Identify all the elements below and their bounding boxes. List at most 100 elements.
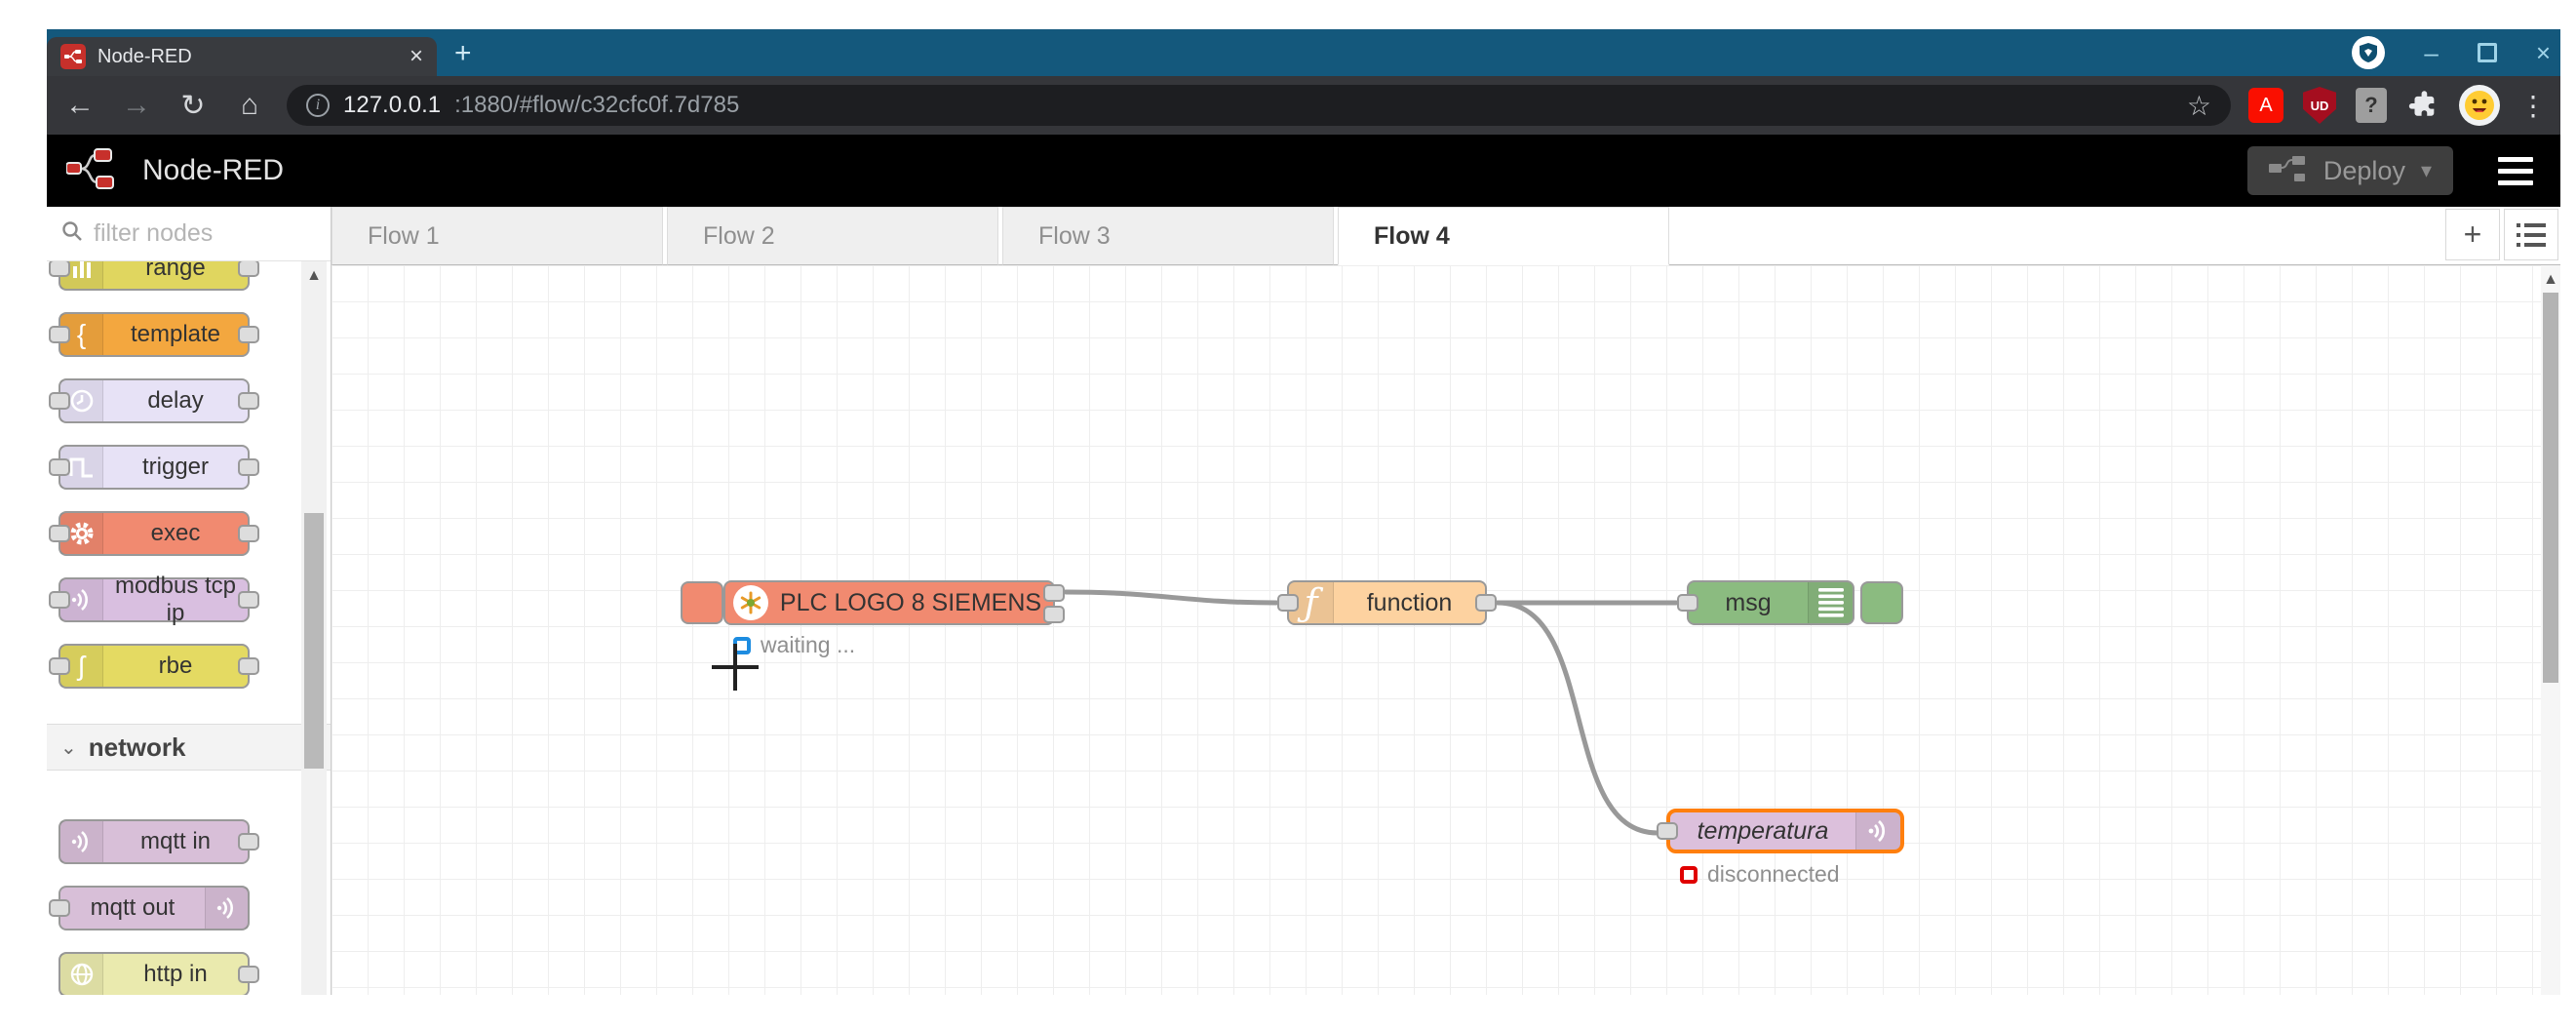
debug-toggle-button[interactable] xyxy=(1860,581,1903,624)
palette-search[interactable]: filter nodes xyxy=(47,207,331,261)
output-port[interactable] xyxy=(1475,594,1497,612)
tab-flow-4[interactable]: Flow 4 xyxy=(1338,207,1669,265)
defender-shield-icon[interactable] xyxy=(2352,36,2386,69)
palette-node-label: range xyxy=(145,261,206,281)
palette-scrollbar-thumb[interactable] xyxy=(304,513,324,769)
wifi-icon xyxy=(60,821,103,862)
input-port xyxy=(49,261,70,277)
node-label: PLC LOGO 8 SIEMENS xyxy=(779,588,1042,616)
palette-node-delay[interactable]: delay xyxy=(49,378,259,423)
status-ring-red-icon xyxy=(1680,865,1698,884)
output-port-2[interactable] xyxy=(1043,606,1065,623)
output-port xyxy=(238,261,259,277)
new-tab-button[interactable]: + xyxy=(454,37,472,69)
main-menu-icon[interactable] xyxy=(2498,156,2533,185)
back-icon[interactable]: ← xyxy=(65,89,95,121)
home-icon[interactable]: ⌂ xyxy=(240,89,259,121)
palette-node-rbe[interactable]: ʃ rbe xyxy=(49,644,259,689)
address-bar[interactable]: i 127.0.0.1 :1880/#flow/c32cfc0f.7d785 ☆ xyxy=(287,85,2231,126)
deploy-label: Deploy xyxy=(2322,155,2405,185)
input-port xyxy=(49,326,70,343)
window-controls: – × xyxy=(2352,29,2551,76)
output-port xyxy=(238,525,259,542)
flow-canvas[interactable]: PLC LOGO 8 SIEMENS waiting ... ƒ functio… xyxy=(332,265,2560,995)
adobe-acrobat-extension-icon[interactable]: A xyxy=(2248,88,2283,123)
canvas-scrollbar-thumb[interactable] xyxy=(2543,293,2558,683)
palette-node-label: http in xyxy=(143,961,208,987)
palette-node-mqtt-out[interactable]: mqtt out xyxy=(49,886,250,930)
ud-shield-extension-icon[interactable]: UD xyxy=(2303,87,2336,124)
extensions-puzzle-icon[interactable] xyxy=(2406,87,2439,125)
input-port xyxy=(49,899,70,917)
input-port xyxy=(49,657,70,675)
forward-icon[interactable]: → xyxy=(122,89,151,121)
output-port-1[interactable] xyxy=(1043,584,1065,602)
site-info-icon[interactable]: i xyxy=(306,94,330,117)
flow-node-msg-debug[interactable]: msg xyxy=(1677,580,1854,625)
palette-node-template[interactable]: { template xyxy=(49,312,259,357)
tab-close-icon[interactable]: × xyxy=(409,43,423,69)
flow-node-function[interactable]: ƒ function xyxy=(1277,580,1497,625)
wire-plc-to-function xyxy=(1063,589,1279,606)
minimize-button[interactable]: – xyxy=(2424,37,2439,67)
palette-node-label: trigger xyxy=(141,454,210,480)
flow-list-button[interactable] xyxy=(2504,209,2558,260)
help-extension-icon[interactable]: ? xyxy=(2356,88,2387,123)
add-flow-button[interactable]: + xyxy=(2445,209,2500,260)
tab-flow-3[interactable]: Flow 3 xyxy=(1002,207,1334,265)
flow-node-temperatura[interactable]: temperatura xyxy=(1657,809,1904,853)
canvas-scrollbar[interactable]: ▲ xyxy=(2541,265,2560,995)
palette-category-network[interactable]: ⌄ network xyxy=(47,724,331,771)
debug-lines-icon xyxy=(1808,582,1853,623)
profile-avatar[interactable] xyxy=(2459,85,2500,126)
node-label: temperatura xyxy=(1697,816,1829,845)
close-button[interactable]: × xyxy=(2535,37,2551,67)
status-text: waiting ... xyxy=(761,632,856,657)
palette-node-modbus-tcp-ip[interactable]: modbus tcp ip xyxy=(49,573,259,626)
palette-node-exec[interactable]: exec xyxy=(49,511,259,556)
bookmark-star-icon[interactable]: ☆ xyxy=(2186,90,2211,121)
palette-node-label: template xyxy=(130,321,221,347)
url-path: :1880/#flow/c32cfc0f.7d785 xyxy=(454,92,740,118)
output-port xyxy=(238,966,259,983)
input-port[interactable] xyxy=(1657,822,1678,840)
palette-scrollbar[interactable]: ▲ xyxy=(301,261,327,995)
maximize-button[interactable] xyxy=(2477,43,2497,62)
scroll-up-icon[interactable]: ▲ xyxy=(2543,271,2558,288)
palette-node-trigger[interactable]: trigger xyxy=(49,445,259,490)
chrome-menu-icon[interactable]: ⋮ xyxy=(2519,90,2547,121)
search-icon xyxy=(60,219,84,248)
tab-flow-2[interactable]: Flow 2 xyxy=(667,207,998,265)
palette-node-label: delay xyxy=(147,387,204,414)
output-port xyxy=(238,392,259,410)
input-port[interactable] xyxy=(1277,594,1299,612)
scroll-up-icon[interactable]: ▲ xyxy=(306,267,322,284)
square-wave-icon xyxy=(60,447,103,488)
deploy-button[interactable]: Deploy ▾ xyxy=(2246,146,2453,195)
input-port[interactable] xyxy=(1677,594,1698,612)
flow-tab-bar: Flow 1 Flow 2 Flow 3 Flow 4 + xyxy=(332,207,2560,265)
browser-tab[interactable]: Node-RED × xyxy=(47,37,437,76)
output-port xyxy=(238,591,259,609)
mouse-crosshair-cursor xyxy=(712,644,759,691)
palette-node-label: rbe xyxy=(158,653,193,679)
node-label: function xyxy=(1366,588,1453,616)
palette-node-http-in[interactable]: http in xyxy=(59,952,259,995)
node-label: msg xyxy=(1725,588,1772,616)
deploy-caret-icon[interactable]: ▾ xyxy=(2420,158,2432,182)
browser-tab-strip: Node-RED × + – × xyxy=(47,29,2560,76)
palette-node-label: exec xyxy=(150,520,201,546)
wifi-icon xyxy=(1855,812,1900,850)
output-port xyxy=(238,833,259,851)
palette-node-mqtt-in[interactable]: mqtt in xyxy=(59,819,259,864)
node-red-favicon xyxy=(60,44,86,69)
flow-node-plc-logo-8-siemens[interactable]: PLC LOGO 8 SIEMENS xyxy=(723,580,1065,625)
chevron-down-icon: ⌄ xyxy=(60,736,77,759)
plc-inject-button[interactable] xyxy=(681,581,723,624)
tab-flow-1[interactable]: Flow 1 xyxy=(332,207,663,265)
deploy-icon xyxy=(2268,154,2308,188)
reload-icon[interactable]: ↻ xyxy=(180,89,206,122)
palette-node-range[interactable]: range xyxy=(49,261,259,291)
palette-node-label: mqtt out xyxy=(90,894,176,921)
tab-title: Node-RED xyxy=(98,45,192,67)
